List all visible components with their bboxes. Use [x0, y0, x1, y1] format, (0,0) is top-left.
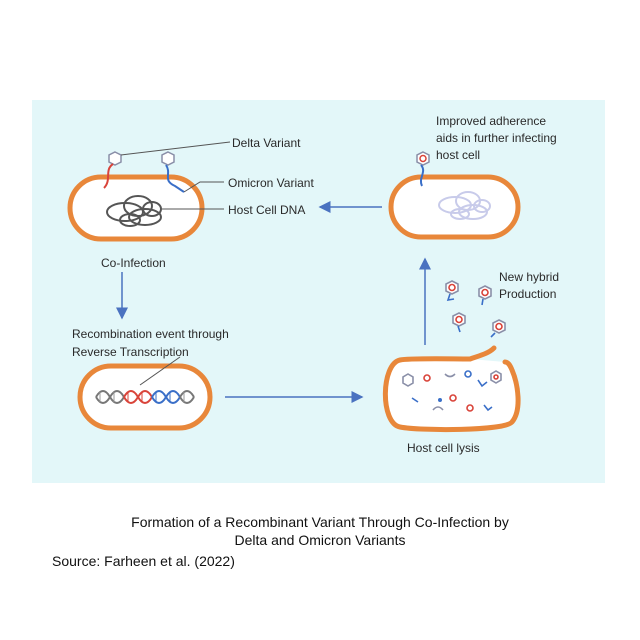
host-cell-dna-label: Host Cell DNA	[228, 203, 306, 217]
omicron-virus-icon	[161, 151, 185, 193]
recombinant-dna-helix	[95, 390, 195, 404]
hybrid-virus-icon	[416, 151, 430, 187]
recombination-cell	[77, 356, 213, 431]
co-infection-cell	[67, 174, 205, 242]
improved-adherence-line3: host cell	[436, 148, 481, 162]
new-hybrid-label-line2: Production	[499, 287, 557, 301]
viral-fragments	[402, 370, 502, 412]
host-cell-lysis-label: Host cell lysis	[407, 441, 480, 455]
recombination-label-line2: Reverse Transcription	[72, 345, 189, 359]
figure-caption-line2: Delta and Omicron Variants	[234, 532, 406, 548]
figure-source: Source: Farheen et al. (2022)	[52, 553, 235, 569]
new-hybrid-label-line1: New hybrid	[499, 270, 560, 284]
new-hybrid-viruses	[445, 280, 506, 338]
improved-adherence-line1: Improved adherence	[436, 114, 547, 128]
infected-host-cell	[388, 174, 521, 240]
delta-variant-label: Delta Variant	[232, 136, 301, 150]
figure-caption-line1: Formation of a Recombinant Variant Throu…	[131, 514, 509, 530]
lysing-host-cell	[382, 345, 521, 433]
recombination-label-line1: Recombination event through	[72, 327, 229, 341]
host-cell-dna-tangle	[106, 195, 162, 227]
improved-adherence-line2: aids in further infecting	[436, 131, 557, 145]
co-infection-label: Co-Infection	[101, 256, 166, 270]
omicron-variant-label: Omicron Variant	[228, 176, 314, 190]
